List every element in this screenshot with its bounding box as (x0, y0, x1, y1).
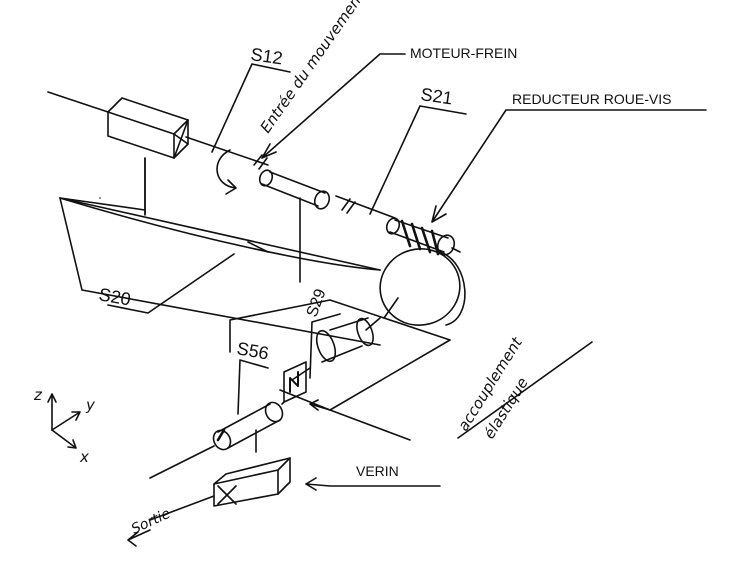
elastic-coupling (283, 361, 307, 403)
input-shaft-line (47, 91, 396, 219)
frame-s20-top (144, 157, 301, 283)
frame-s20-outline (59, 197, 381, 346)
motor-brake-cylinder (258, 169, 331, 210)
leader-s21 (369, 105, 467, 215)
label-sortie: Sortie (129, 506, 173, 538)
label-reducteur: REDUCTEUR ROUE-VIS (512, 91, 671, 107)
output-frame (229, 299, 451, 411)
leader-accouplement (309, 399, 411, 441)
leader-s56 (237, 359, 269, 415)
sortie-arrow (127, 529, 151, 547)
axis-label-z: z (33, 386, 43, 404)
axis-label-x: x (79, 448, 89, 466)
leader-moteur-frein (261, 53, 406, 159)
shaft-break-marks (253, 154, 356, 214)
leader-entree-arrow (216, 149, 237, 195)
frame-s20 (59, 157, 381, 271)
output-shaft-main (149, 401, 285, 479)
output-shaft-line (291, 317, 381, 381)
worm-wheel (379, 248, 466, 326)
axis-label-y: y (85, 396, 96, 414)
sortie-line (149, 495, 215, 521)
label-moteur-frein: MOTEUR-FREIN (410, 45, 517, 61)
label-s29: S29 (304, 287, 330, 320)
leader-verin (305, 477, 441, 491)
s29-cylinder (315, 317, 374, 363)
axis-triad (47, 393, 81, 449)
leader-s20 (107, 253, 235, 314)
accouplement-underline (457, 341, 593, 439)
label-s20: S20 (97, 284, 132, 309)
output-bearing-box (213, 457, 291, 507)
label-verin: VERIN (356, 463, 399, 479)
input-bearing-box (107, 97, 189, 159)
leader-s29 (309, 313, 341, 379)
label-s12: S12 (249, 44, 284, 68)
frame-s20-ref (247, 241, 269, 253)
label-s21: S21 (419, 84, 454, 108)
s56-cylinder (212, 401, 284, 451)
worm-screw (385, 217, 461, 256)
leader-s12 (211, 63, 291, 153)
leader-reducteur (431, 109, 707, 223)
